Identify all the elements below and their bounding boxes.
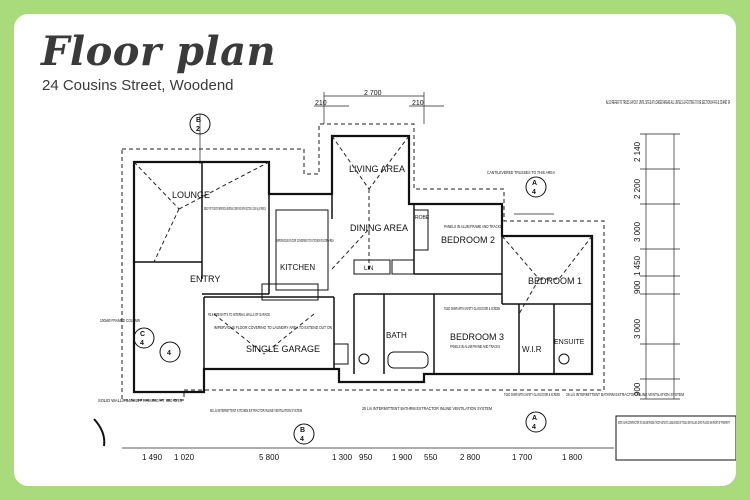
section-marker-a-right: A 4 [514, 176, 554, 215]
room-bedroom2: BEDROOM 2 [441, 235, 495, 245]
section-marker-c-left: C 4 4 [133, 327, 181, 363]
room-kitchen: KITCHEN [280, 263, 315, 272]
room-robe: ROBE [415, 215, 430, 221]
dim-bottom-9: 1 700 [512, 453, 533, 462]
dim-bottom-10: 1 800 [562, 453, 583, 462]
dim-right-1: 2 140 [633, 141, 642, 162]
note-panels-bed2: PANELS IN ALUM FRAME AND TRACKS [444, 224, 502, 229]
room-dining: DINING AREA [350, 223, 408, 233]
note-cantilever: CANTILEVERED TRUSSES TO THIS AREA [487, 170, 556, 175]
svg-text:4: 4 [140, 340, 144, 347]
room-lounge: LOUNGE [172, 190, 210, 200]
room-living: LIVING AREA [349, 164, 405, 174]
note-panels-bed3: PANELS IN ALUM FRAME AND TRACKS [450, 344, 500, 349]
dim-right-7: 900 [633, 382, 642, 396]
dim-top-1: 2 700 [364, 90, 382, 97]
roof-outline [121, 123, 605, 401]
svg-text:B: B [196, 117, 201, 124]
dim-bottom-6: 1 900 [392, 453, 413, 462]
svg-text:A: A [532, 180, 537, 187]
dim-bottom-2: 1 020 [174, 453, 195, 462]
svg-text:A: A [532, 415, 537, 422]
top-dimension: 2 700 210 210 [314, 90, 444, 124]
svg-text:4: 4 [532, 189, 536, 196]
note-solid-walls: SOLID WALLS 140x45 FRAMING AT 400 CRS [98, 398, 182, 404]
note-box: NOTE: MAIN CONTRACTOR TO USE METHODS / R… [615, 415, 736, 461]
note-bench: BENCH TOP TO BE OF IMPERVIOUS MATERIAL C… [204, 206, 266, 211]
note-extractor-bath: 25 L/s INTERMITTENT BATHRM EXTRACTOR INL… [362, 406, 492, 411]
room-wir: W.I.R [522, 345, 542, 354]
note-extractor-ensuite: 25 L/s INTERMITTENT BATHRM EXTRACTOR INL… [566, 392, 684, 397]
note-tiled-shower-2: TILED SHWR WITH SAFETY GLASS DOOR & SCRE… [504, 392, 560, 397]
svg-text:2: 2 [196, 126, 200, 133]
dim-bottom-8: 2 800 [460, 453, 481, 462]
room-lin: LIN [364, 266, 373, 272]
dim-right-4: 1 450 [633, 255, 642, 276]
truss-reference-note: ALSO REFER TO TRUSS LAYOUT. UNTIL SITES … [606, 100, 730, 106]
note-tiled-shower-1: TILED SHWR WITH SAFETY GLASS DOOR & SCRE… [444, 306, 500, 311]
section-marker-bottom: B 4 A 4 [93, 411, 547, 447]
room-garage: SINGLE GARAGE [246, 344, 320, 354]
room-labels: LOUNGE LIVING AREA DINING AREA KITCHEN E… [172, 164, 585, 354]
dim-right-5: 900 [633, 280, 642, 294]
exterior-walls [132, 134, 594, 394]
address-subtitle: 24 Cousins Street, Woodend [42, 77, 234, 94]
note-truss: ALSO REFER TO TRUSS LAYOUT. UNTIL SITES … [606, 100, 730, 106]
dim-bottom-4: 1 300 [332, 453, 353, 462]
dim-right-6: 3 000 [633, 318, 642, 339]
dim-top-3: 210 [412, 100, 424, 107]
annotations: BENCH TOP TO BE OF IMPERVIOUS MATERIAL C… [98, 170, 684, 413]
dim-bottom-7: 550 [424, 453, 438, 462]
section-marker-b-top: B 2 [189, 113, 211, 164]
note-box-text: NOTE: MAIN CONTRACTOR TO USE METHODS / R… [618, 420, 730, 425]
svg-text:C: C [140, 331, 145, 338]
right-dimensions: 2 140 2 200 3 000 1 450 900 3 000 900 [633, 133, 680, 400]
dim-bottom-1: 1 490 [142, 453, 163, 462]
dim-right-2: 2 200 [633, 178, 642, 199]
floor-plan-drawing: 2 700 210 210 B 2 A 4 C 4 4 B [93, 90, 736, 462]
roof-hip-lines [133, 135, 593, 355]
note-extractor-kitchen: 60 L/s INTERMITTENT KITCHEN EXTRACTOR IN… [210, 408, 302, 413]
bottom-dimensions: 1 490 1 020 5 800 1 300 950 1 900 550 2 … [122, 447, 614, 462]
note-column: 100x90 FRAMED COLUMN [100, 318, 140, 323]
svg-text:4: 4 [167, 350, 171, 357]
dim-bottom-3: 5 800 [259, 453, 280, 462]
dim-right-3: 3 000 [633, 221, 642, 242]
room-entry: ENTRY [190, 274, 220, 284]
dim-top-2: 210 [315, 100, 327, 107]
room-bath: BATH [386, 331, 407, 340]
room-ensuite: ENSUITE [554, 339, 585, 346]
page-title: Floor plan [41, 28, 277, 75]
room-bedroom1: BEDROOM 1 [528, 276, 582, 286]
dim-bottom-5: 950 [359, 453, 373, 462]
floor-plan-card: Floor plan 24 Cousins Street, Woodend 2 … [14, 14, 736, 486]
room-bedroom3: BEDROOM 3 [450, 332, 504, 342]
note-impervious-laundry: IMPERVIOUS FLOOR COVERING TO LAUNDRY ARE… [214, 325, 332, 330]
note-impervious-kitchen: IMPERVIOUS FLOOR COVERING TO KITCHEN FLO… [276, 238, 334, 243]
note-fire-batts: R2.8 FIRE BATTS TO INTERNAL WALLS OF GAR… [208, 312, 270, 317]
svg-text:4: 4 [300, 436, 304, 443]
svg-text:4: 4 [532, 424, 536, 431]
svg-text:B: B [300, 427, 305, 434]
